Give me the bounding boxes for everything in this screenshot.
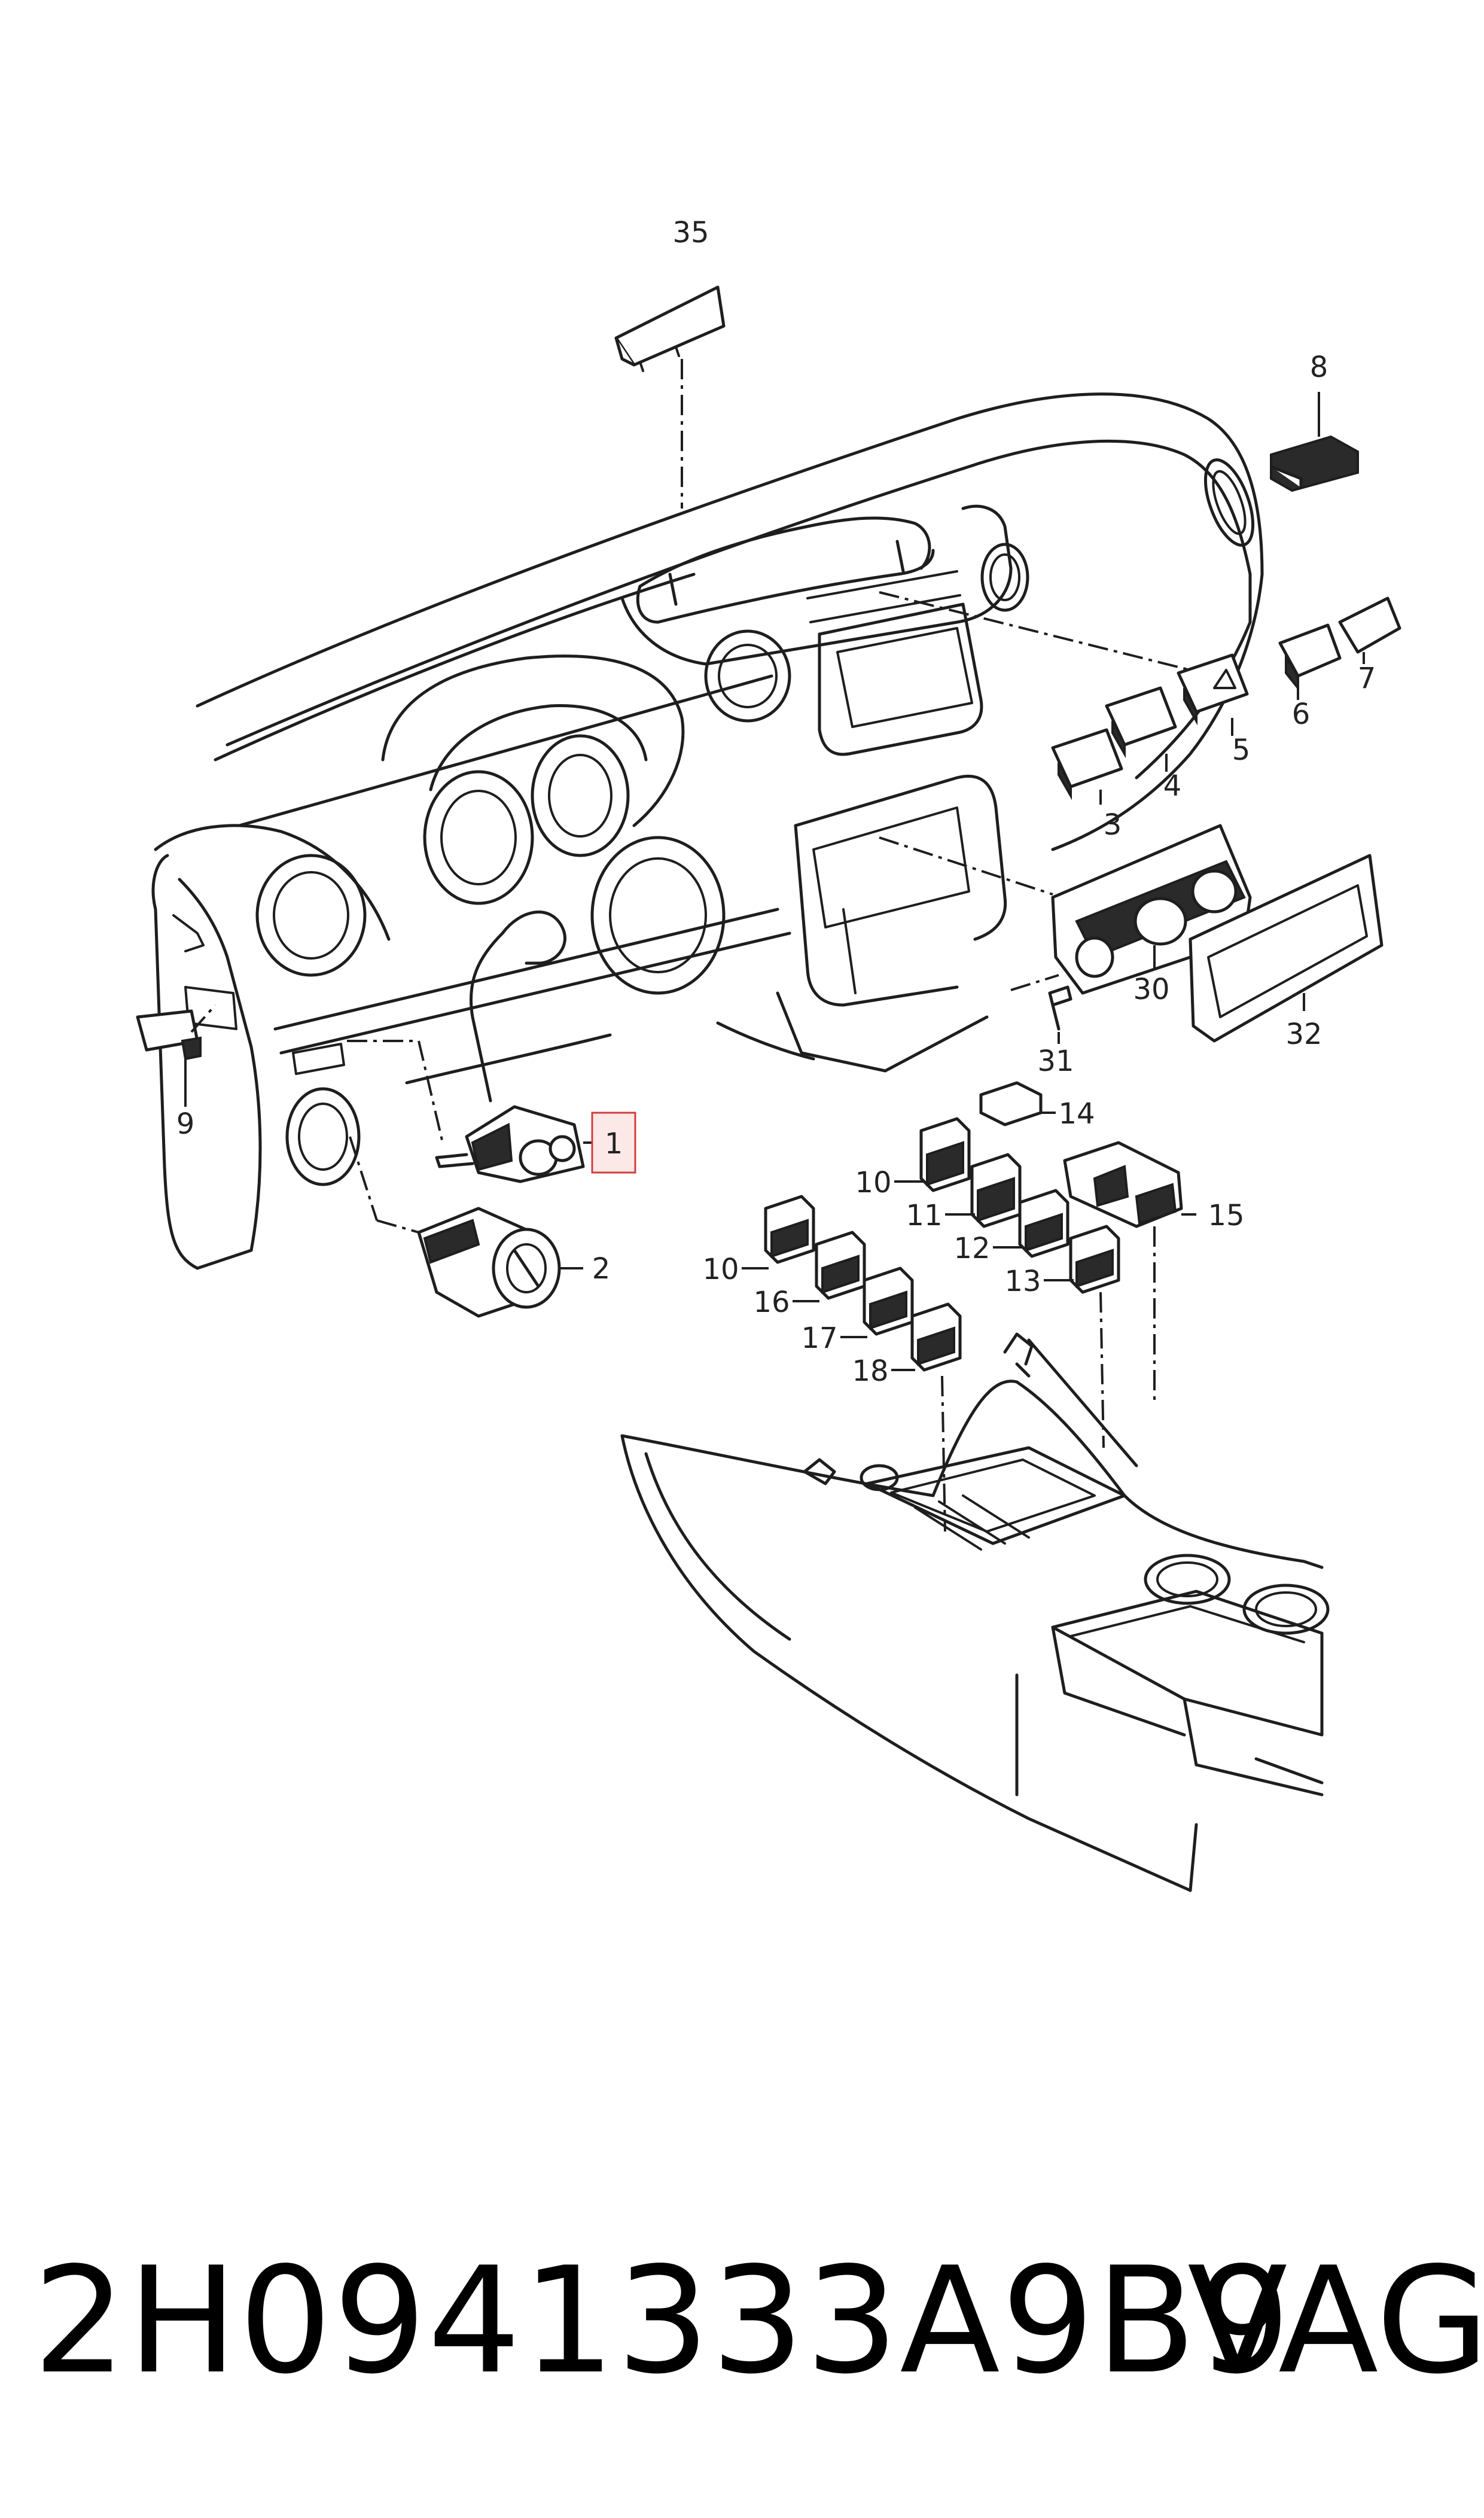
callout-8: 8 [1310,351,1328,384]
callout-10-upper: 10 [855,1166,891,1199]
callout-1: 1 [605,1127,623,1161]
callout-14: 14 [1058,1097,1095,1131]
callout-labels: 35 8 7 6 5 4 3 30 31 32 9 1 2 14 10 11 1… [176,216,1376,1388]
dashboard-outline [151,392,1264,1270]
part-32-bezel [1189,854,1384,1043]
callout-6: 6 [1292,698,1311,731]
callout-18: 18 [852,1354,888,1388]
callout-17: 17 [801,1322,837,1355]
callout-35: 35 [672,216,709,249]
callout-10-lower: 10 [702,1253,739,1286]
part-1-light-switch [347,1040,636,1183]
callout-9: 9 [176,1107,195,1141]
part-2-rotary-switch [349,1136,583,1318]
console-switch-cluster [742,1081,1196,1532]
switch-row-upper [879,591,1401,805]
callout-11: 11 [906,1199,942,1232]
callout-2: 2 [592,1252,611,1286]
center-console [620,1332,1330,1892]
part-number: 2H0941333A9B9 [33,2236,1292,2406]
callout-32: 32 [1285,1018,1322,1051]
part-31-screw [1010,974,1072,1044]
callout-3: 3 [1104,808,1122,842]
callout-5: 5 [1232,733,1251,767]
part-9-switch [136,1004,217,1107]
part-35-cover [614,285,726,509]
callout-13: 13 [1004,1265,1041,1298]
parts-diagram: 35 8 7 6 5 4 3 30 31 32 9 1 2 14 10 11 1… [136,216,1401,1892]
callout-30: 30 [1133,973,1169,1006]
callout-16: 16 [753,1286,790,1319]
callout-15: 15 [1208,1199,1244,1232]
part-8-module [1270,392,1359,492]
callout-4: 4 [1163,769,1182,803]
footer: 2H0941333A9B9 VAG [0,2237,1484,2405]
callout-12: 12 [953,1232,990,1265]
part-1-highlight [591,1112,636,1174]
brand-label: VAG [1187,2236,1484,2406]
callout-31: 31 [1037,1045,1074,1078]
callout-7: 7 [1358,662,1376,695]
